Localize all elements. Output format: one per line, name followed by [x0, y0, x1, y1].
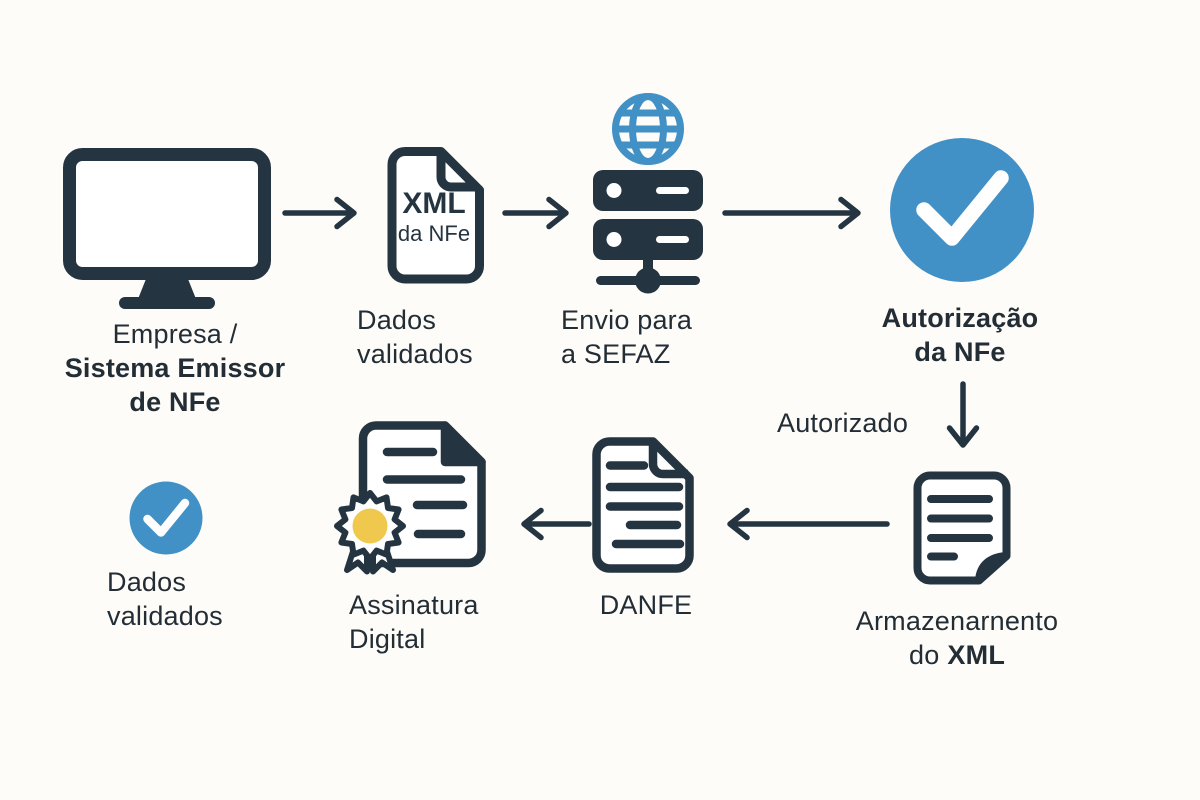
label-armazenamento-line2: do XML: [837, 638, 1077, 672]
xml-file-text: XML da NFe: [382, 187, 486, 247]
label-assinatura-line2: Digital: [349, 624, 426, 654]
check-circle-icon: [888, 136, 1036, 284]
label-dados-validados-top: Dados validados: [357, 303, 473, 371]
label-armazenamento-xml: XML: [947, 640, 1006, 670]
monitor-icon: [62, 147, 272, 311]
label-emissor: Empresa / Sistema Emissor de NFe: [40, 317, 310, 419]
arrow-danfe-to-assinatura-icon: [514, 506, 592, 542]
label-armazenamento-line1: Armazenarnento: [855, 606, 1059, 636]
label-danfe: DANFE: [599, 590, 693, 620]
danfe-document-icon: [592, 437, 694, 573]
server-globe-icon: [583, 88, 713, 300]
arrow-emissor-to-xml-icon: [282, 195, 360, 231]
arrow-autorizacao-to-armazenamento-icon: [945, 381, 981, 453]
check-circle-small-icon: [128, 480, 204, 556]
label-emissor-line1: Empresa /: [112, 319, 238, 349]
label-sefaz-line1: Envio para: [561, 305, 693, 335]
label-sefaz-line2: a SEFAZ: [561, 339, 671, 369]
xml-file-text-line2: da NFe: [397, 221, 471, 246]
label-dados-bottom-line2: validados: [107, 601, 223, 631]
label-dados-bottom-line1: Dados: [107, 567, 187, 597]
label-armazenamento: Armazenarnento do XML: [837, 604, 1077, 672]
label-autorizacao-line2: da NFe: [914, 337, 1006, 367]
label-dados-top-line1: Dados: [357, 305, 437, 335]
label-dados-validados-bottom: Dados validados: [107, 565, 223, 633]
label-dados-top-line2: validados: [357, 339, 473, 369]
label-autorizado: Autorizado: [777, 408, 909, 438]
arrow-xml-to-sefaz-icon: [502, 195, 572, 231]
digital-certificate-icon: [330, 421, 490, 578]
label-sefaz: Envio para a SEFAZ: [561, 303, 692, 371]
xml-storage-file-icon: [913, 471, 1011, 585]
label-emissor-line3: de NFe: [129, 387, 221, 417]
label-armazenamento-do: do: [908, 640, 940, 670]
label-assinatura: Assinatura Digital: [349, 588, 479, 656]
arrow-sefaz-to-autorizacao-icon: [722, 195, 864, 231]
label-assinatura-line1: Assinatura: [349, 590, 479, 620]
xml-file-icon: [382, 145, 486, 285]
label-emissor-line2: Sistema Emissor: [64, 353, 286, 383]
label-autorizacao-line1: Autorização: [881, 303, 1039, 333]
label-autorizacao: Autorização da NFe: [845, 301, 1075, 369]
xml-file-text-line1: XML: [402, 187, 466, 220]
arrow-armazenamento-to-danfe-icon: [720, 506, 890, 542]
